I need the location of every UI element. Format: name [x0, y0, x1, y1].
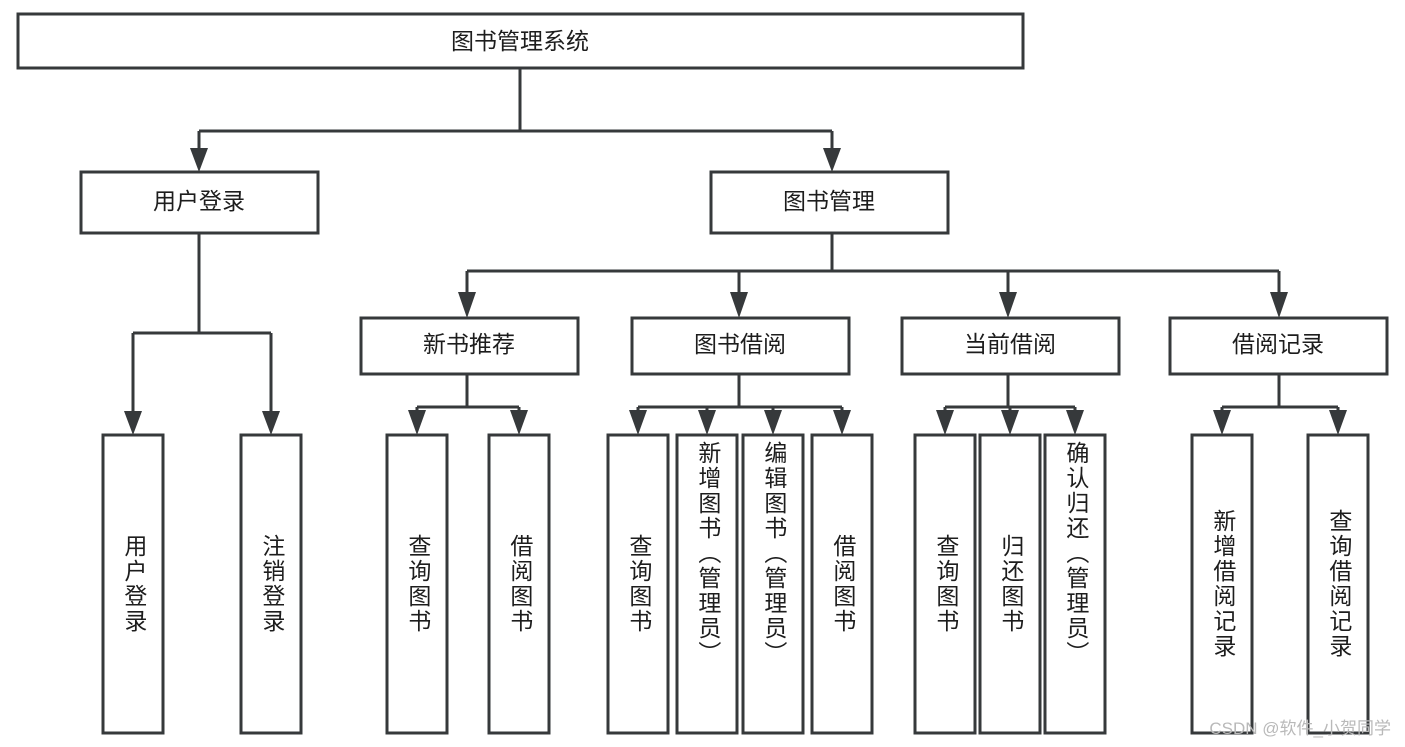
node-leaf-borrow-book-1[interactable] — [487, 433, 551, 735]
node-root-label: 图书管理系统 — [451, 28, 589, 54]
node-leaf-edit-book[interactable] — [741, 433, 805, 735]
node-leaf-user-login[interactable] — [101, 433, 165, 735]
connector-newbook-to-leaves — [408, 374, 528, 435]
connector-root-to-level2 — [190, 68, 841, 172]
connector-borrowrecord-to-leaves — [1213, 374, 1347, 435]
node-leaf-borrow-book-2[interactable] — [810, 433, 874, 735]
node-user-login[interactable]: 用户登录 — [79, 170, 320, 235]
node-leaf-add-book[interactable] — [675, 433, 739, 735]
node-borrow-record-label: 借阅记录 — [1232, 331, 1324, 357]
connector-bookmanage-to-level3 — [458, 233, 1288, 318]
node-user-login-label: 用户登录 — [153, 188, 245, 214]
node-leaf-add-record[interactable] — [1190, 433, 1254, 735]
leaf-boxes — [101, 433, 1370, 735]
node-leaf-query-book-3[interactable] — [913, 433, 977, 735]
connector-bookborrow-to-leaves — [629, 374, 851, 435]
node-leaf-query-record[interactable] — [1306, 433, 1370, 735]
node-leaf-query-book-2[interactable] — [606, 433, 670, 735]
node-current-borrow[interactable]: 当前借阅 — [900, 316, 1121, 376]
node-current-borrow-label: 当前借阅 — [964, 331, 1056, 357]
connector-userlogin-to-leaves — [124, 233, 280, 435]
node-leaf-query-book-1[interactable] — [385, 433, 449, 735]
node-leaf-logout-login[interactable] — [239, 433, 303, 735]
node-root[interactable]: 图书管理系统 — [16, 12, 1025, 70]
node-leaf-return-book[interactable] — [978, 433, 1042, 735]
node-book-manage[interactable]: 图书管理 — [709, 170, 950, 235]
connector-currentborrow-to-leaves — [936, 374, 1084, 435]
node-new-book-recommend-label: 新书推荐 — [423, 331, 515, 357]
node-book-manage-label: 图书管理 — [783, 188, 875, 214]
node-new-book-recommend[interactable]: 新书推荐 — [359, 316, 580, 376]
node-borrow-record[interactable]: 借阅记录 — [1168, 316, 1389, 376]
node-leaf-confirm-return[interactable] — [1043, 433, 1107, 735]
node-book-borrow[interactable]: 图书借阅 — [630, 316, 851, 376]
node-book-borrow-label: 图书借阅 — [694, 331, 786, 357]
